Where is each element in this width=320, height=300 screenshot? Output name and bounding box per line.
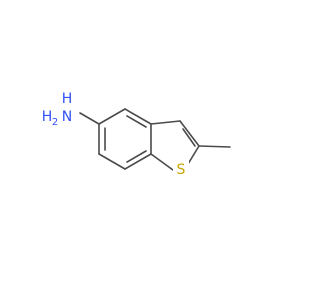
bond-s1-c7a <box>150 153 174 171</box>
amine-h2-label: H <box>42 109 53 125</box>
double-bond-c7a-c7 <box>126 150 147 163</box>
molecule-diagram: S H N 2 H <box>42 91 231 178</box>
bond-c2-s1 <box>187 145 200 165</box>
double-bond-c4-c3a <box>126 115 147 128</box>
bond-c3-c2 <box>179 120 200 147</box>
bond-c7a-c7 <box>124 153 152 170</box>
bond-c2-methyl <box>198 145 231 148</box>
benzene-ring <box>98 108 152 170</box>
amine-h-subscript: 2 <box>52 117 58 128</box>
bond-c3a-c3 <box>150 120 181 125</box>
atom-sulfur: S <box>173 160 189 178</box>
amine-h-label: H <box>62 91 73 107</box>
thiophene-ring <box>150 120 200 171</box>
bond-c5-c4 <box>98 108 126 125</box>
atom-nitrogen: H N 2 H <box>42 91 73 128</box>
amine-n-label: N <box>62 109 72 125</box>
bond-c5-n <box>79 112 100 125</box>
double-bond-c3-c2 <box>182 128 196 147</box>
bond-c7-c6 <box>98 153 126 170</box>
bond-c4-c3a <box>124 108 152 125</box>
sulfur-label: S <box>177 162 186 178</box>
